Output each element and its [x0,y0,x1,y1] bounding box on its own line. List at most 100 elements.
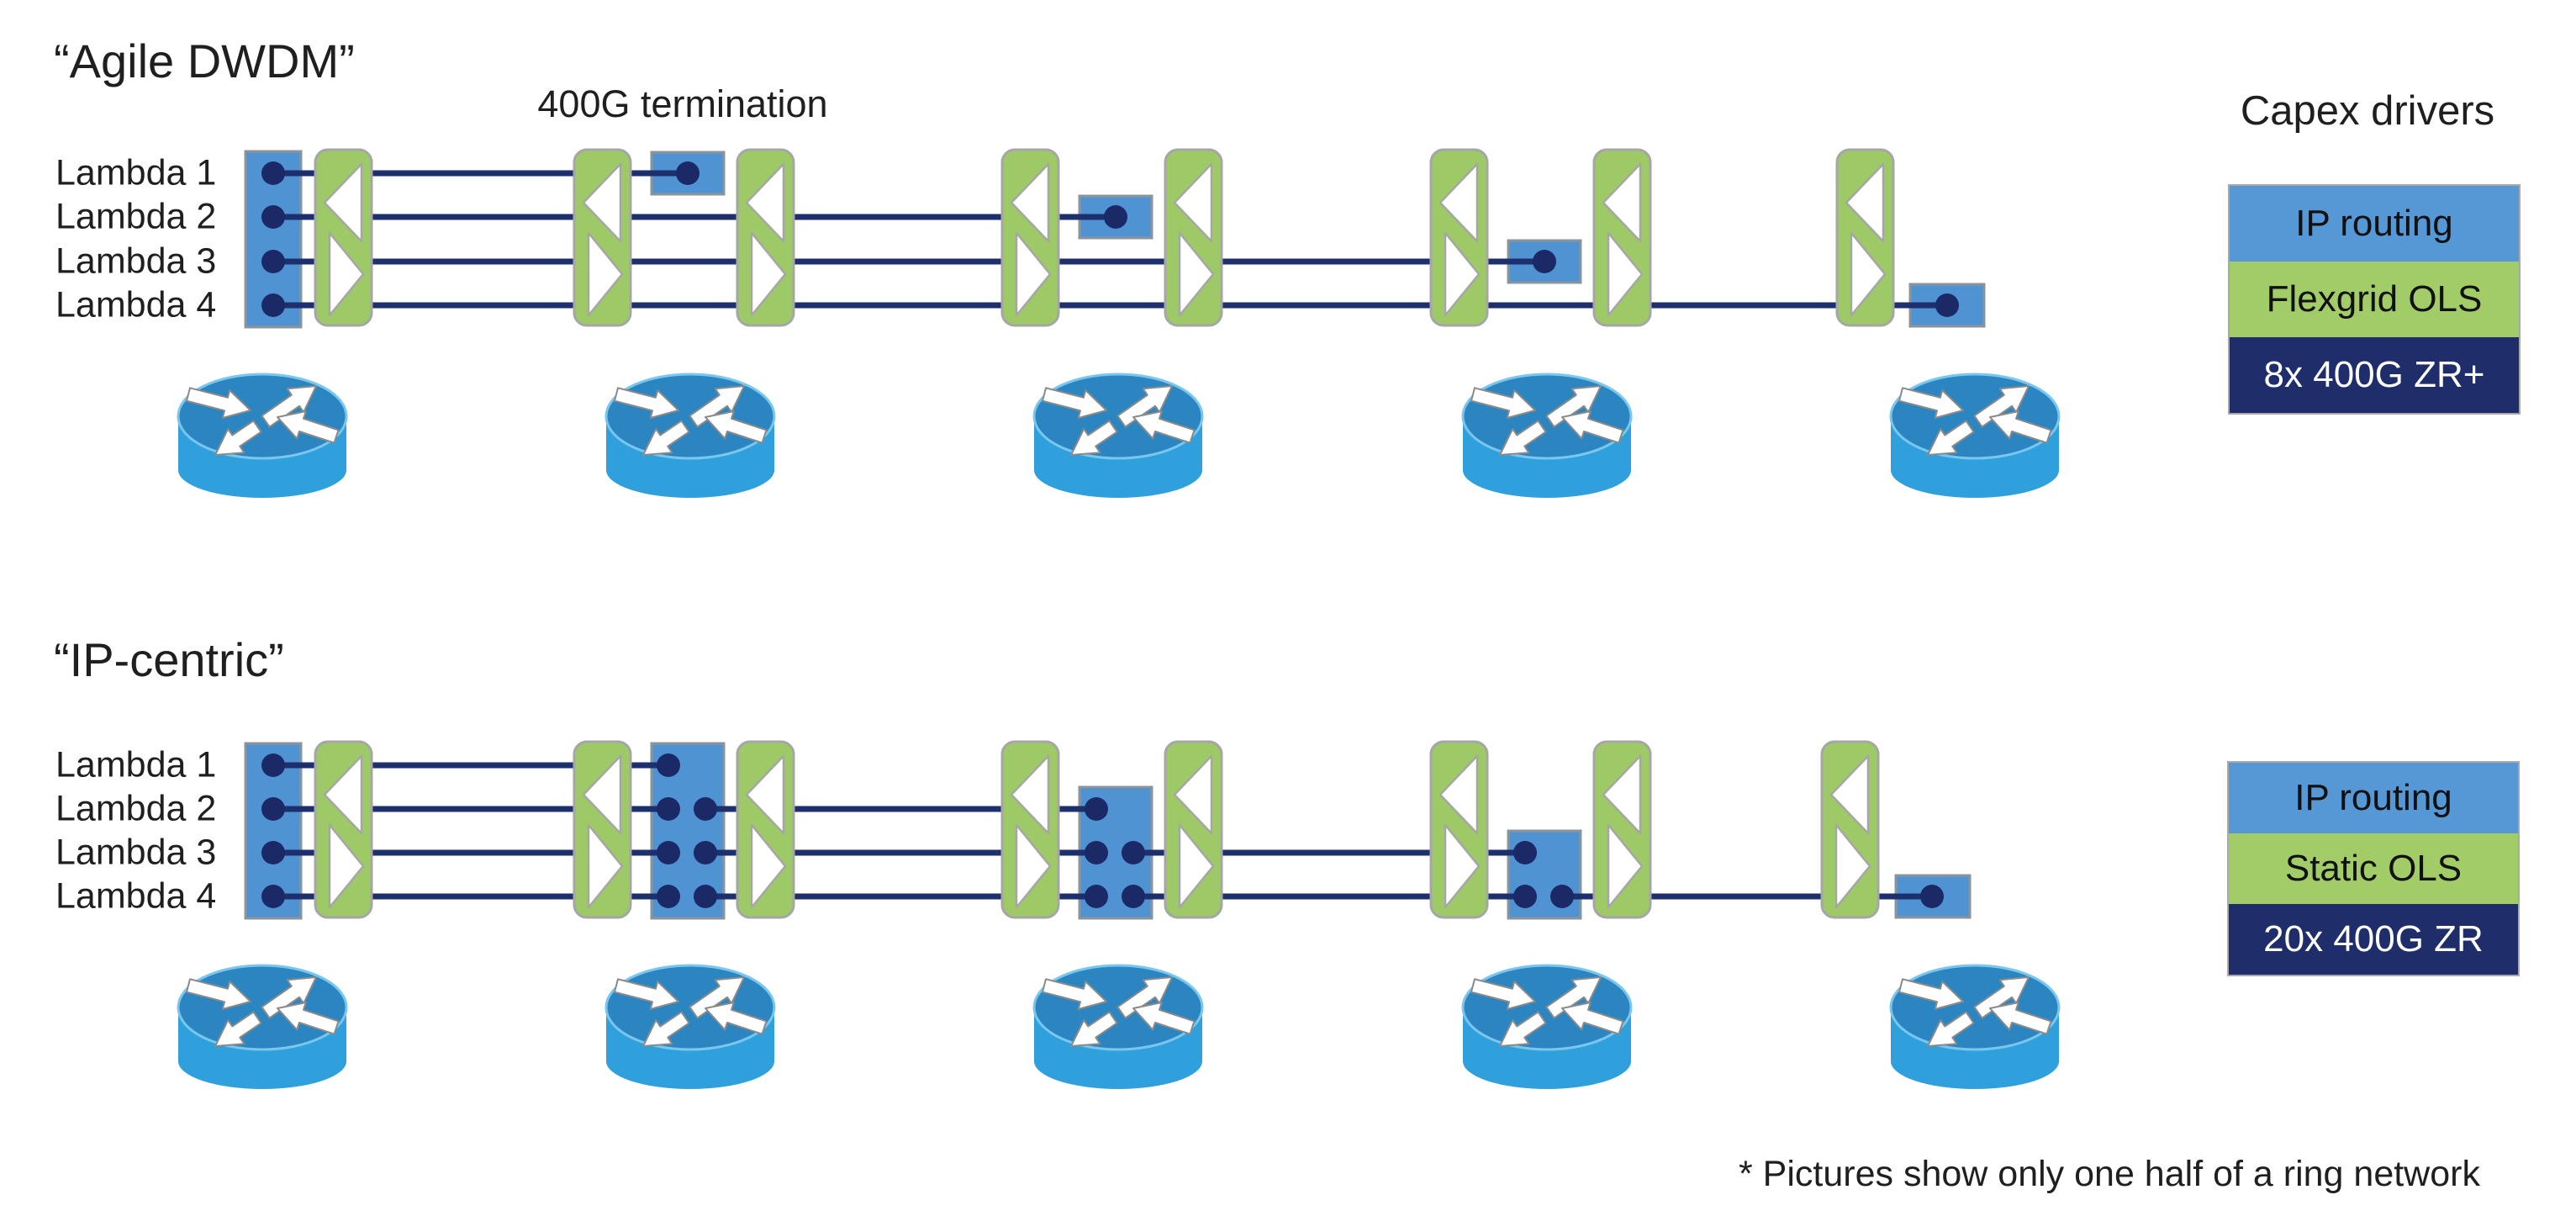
lambda-label: Lambda 3 [55,832,217,873]
router-arrow-icon [277,410,340,444]
transceiver-dot [694,841,717,864]
transceiver-dot [657,797,680,821]
router-arrow-icon [214,1011,262,1047]
wss-triangle-right-icon [1834,823,1871,909]
router-arrow-icon [186,387,251,419]
wss-triangle-right-icon [750,823,787,909]
transceiver-dot [1550,885,1574,908]
transceiver-dot [1085,885,1108,908]
wss-triangle-left-icon [1010,162,1050,243]
legend-title: Capex drivers [2240,88,2495,134]
router-arrow-icon [1545,385,1602,428]
router-arrow-icon [277,1002,340,1035]
router-arrow-icon [1927,1011,1975,1047]
router-arrow-icon [1499,420,1547,456]
router-arrow-icon [1989,410,2052,444]
transceiver-dot [1122,841,1145,864]
router-arrow-icon [614,978,679,1010]
legend-item-ip-routing: IP routing [2229,763,2518,833]
transceiver-dot [1533,250,1556,273]
transceiver-dot [657,841,680,864]
router-arrow-icon [1989,1002,2052,1035]
capex-legend-ip-centric: IP routing Static OLS 20x 400G ZR [2227,761,2520,976]
wss-triangle-right-icon [328,231,365,317]
transceiver-dot [676,161,699,185]
router-arrow-icon [614,387,679,419]
transceiver-dot [657,753,680,777]
router-arrow-icon [1470,387,1536,419]
router-arrow-icon [1070,420,1118,456]
router-arrow-icon [1898,387,1964,419]
wss-triangle-left-icon [1173,162,1213,243]
transceiver-dot [1935,293,1959,317]
router-arrow-icon [1973,976,2030,1019]
transceiver-dot [1920,885,1944,908]
router-arrow-icon [1973,385,2030,428]
transceiver-dot [1104,205,1127,229]
router-arrow-icon [689,385,745,428]
router-arrow-icon [1116,976,1173,1019]
wss-triangle-left-icon [1602,754,1642,835]
wss-triangle-left-icon [323,162,363,243]
lambda-label: Lambda 4 [55,284,217,325]
router-arrow-icon [261,385,317,428]
transceiver-dot [1513,841,1537,864]
transceiver-dot [1085,841,1108,864]
router-arrow-icon [186,978,251,1010]
lambda-label: Lambda 2 [55,196,217,237]
legend-item-static-ols: Static OLS [2229,833,2518,904]
wss-triangle-left-icon [1829,754,1870,835]
capex-legend-agile: IP routing Flexgrid OLS 8x 400G ZR+ [2228,184,2521,415]
wss-triangle-left-icon [1438,754,1479,835]
router-arrow-icon [705,1002,768,1035]
wss-triangle-right-icon [328,823,365,909]
legend-item-20x-400g-zr: 20x 400G ZR [2229,904,2518,975]
transceiver-dot [261,797,285,821]
transceiver-dot [261,885,285,908]
wss-triangle-right-icon [587,823,624,909]
transceiver-dot [1513,885,1537,908]
transceiver-dot [1122,885,1145,908]
wss-triangle-left-icon [1010,754,1050,835]
router-arrow-icon [1042,387,1107,419]
wss-triangle-left-icon [1173,754,1213,835]
transceiver-dot [694,885,717,908]
diagram-title-ip-centric: “IP-centric” [54,633,284,686]
transceiver-dot [261,753,285,777]
router-arrow-icon [1132,1002,1196,1035]
router-arrow-icon [1545,976,1602,1019]
transceiver-dot [261,250,285,273]
legend-item-ip-routing: IP routing [2230,186,2519,262]
router-arrow-icon [261,976,317,1019]
transceiver-dot [261,841,285,864]
wss-triangle-left-icon [745,162,785,243]
footnote: * Pictures show only one half of a ring … [1739,1154,2480,1194]
transceiver-dot [694,797,717,821]
termination-annotation: 400G termination [537,82,828,125]
router-arrow-icon [1499,1011,1547,1047]
wss-triangle-right-icon [1444,823,1481,909]
wss-triangle-right-icon [1015,823,1052,909]
lambda-label: Lambda 3 [55,241,217,282]
lambda-label: Lambda 2 [55,788,217,829]
wss-triangle-left-icon [1602,162,1642,243]
router-arrow-icon [642,1011,690,1047]
legend-item-flexgrid-ols: Flexgrid OLS [2230,262,2519,337]
wss-triangle-left-icon [323,754,363,835]
router-arrow-icon [689,976,745,1019]
router-arrow-icon [1132,410,1196,444]
router-arrow-icon [1042,978,1107,1010]
router-arrow-icon [214,420,262,456]
wss-triangle-right-icon [1178,823,1215,909]
wss-triangle-right-icon [750,231,787,317]
wss-triangle-right-icon [1178,231,1215,317]
router-arrow-icon [1927,420,1975,456]
router-arrow-icon [1898,978,1964,1010]
wss-triangle-right-icon [1850,231,1887,317]
wss-triangle-left-icon [1438,162,1479,243]
router-arrow-icon [1561,410,1624,444]
legend-item-8x-400g-zr: 8x 400G ZR+ [2230,337,2519,413]
router-arrow-icon [1470,978,1536,1010]
